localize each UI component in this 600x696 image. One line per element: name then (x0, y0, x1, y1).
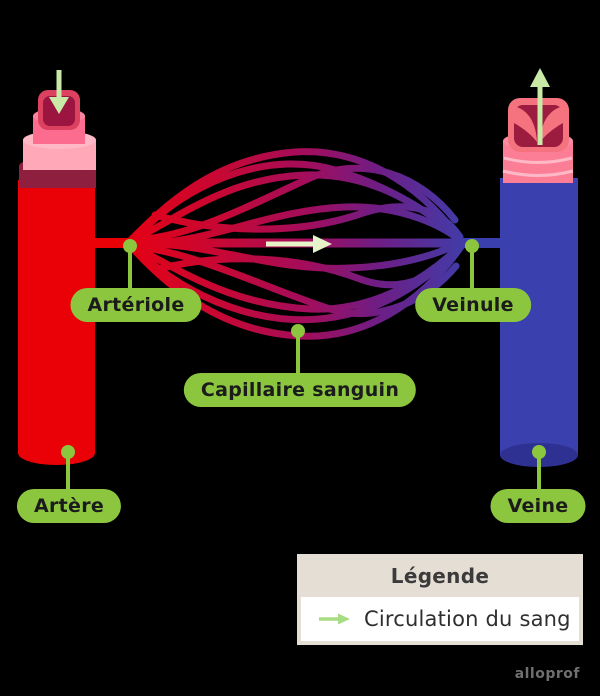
venule-anchor-dot (465, 239, 479, 253)
capillary-strand (126, 203, 465, 247)
capillary-label: Capillaire sanguin (183, 373, 417, 407)
capillary-strand (151, 246, 462, 289)
vein-anchor-dot (532, 445, 546, 459)
artery-anchor-dot (61, 445, 75, 459)
artery-label: Artère (16, 489, 122, 523)
label-leaders (66, 246, 541, 494)
legend-item: Circulation du sang (301, 597, 579, 641)
flow-arrow-icon (319, 613, 350, 625)
vein-valve-right (540, 106, 563, 142)
legend-item-label: Circulation du sang (364, 607, 571, 631)
down-arrow-icon (49, 70, 69, 114)
label-anchor-dots (61, 239, 546, 459)
arteriole-label: Artériole (70, 288, 202, 322)
capillary-anchor-dot (291, 324, 305, 338)
capillary-strand (151, 203, 464, 241)
arteriole-anchor-dot (123, 239, 137, 253)
legend-title: Légende (390, 563, 490, 588)
alloprof-watermark: alloprof (514, 666, 580, 682)
venule-label: Veinule (415, 288, 531, 322)
up-arrow-icon (530, 68, 550, 145)
legend-box: Légende Circulation du sang (297, 554, 583, 645)
vein-vessel (500, 68, 578, 467)
flow-direction-arrow-icon (266, 235, 332, 253)
artery-vessel (18, 70, 96, 465)
arteriole-connector (93, 238, 135, 248)
capillary-strand (128, 164, 459, 244)
vein-valve-left (514, 106, 537, 142)
vein-label: Veine (490, 489, 586, 523)
artery-bottom-cap (18, 441, 95, 465)
